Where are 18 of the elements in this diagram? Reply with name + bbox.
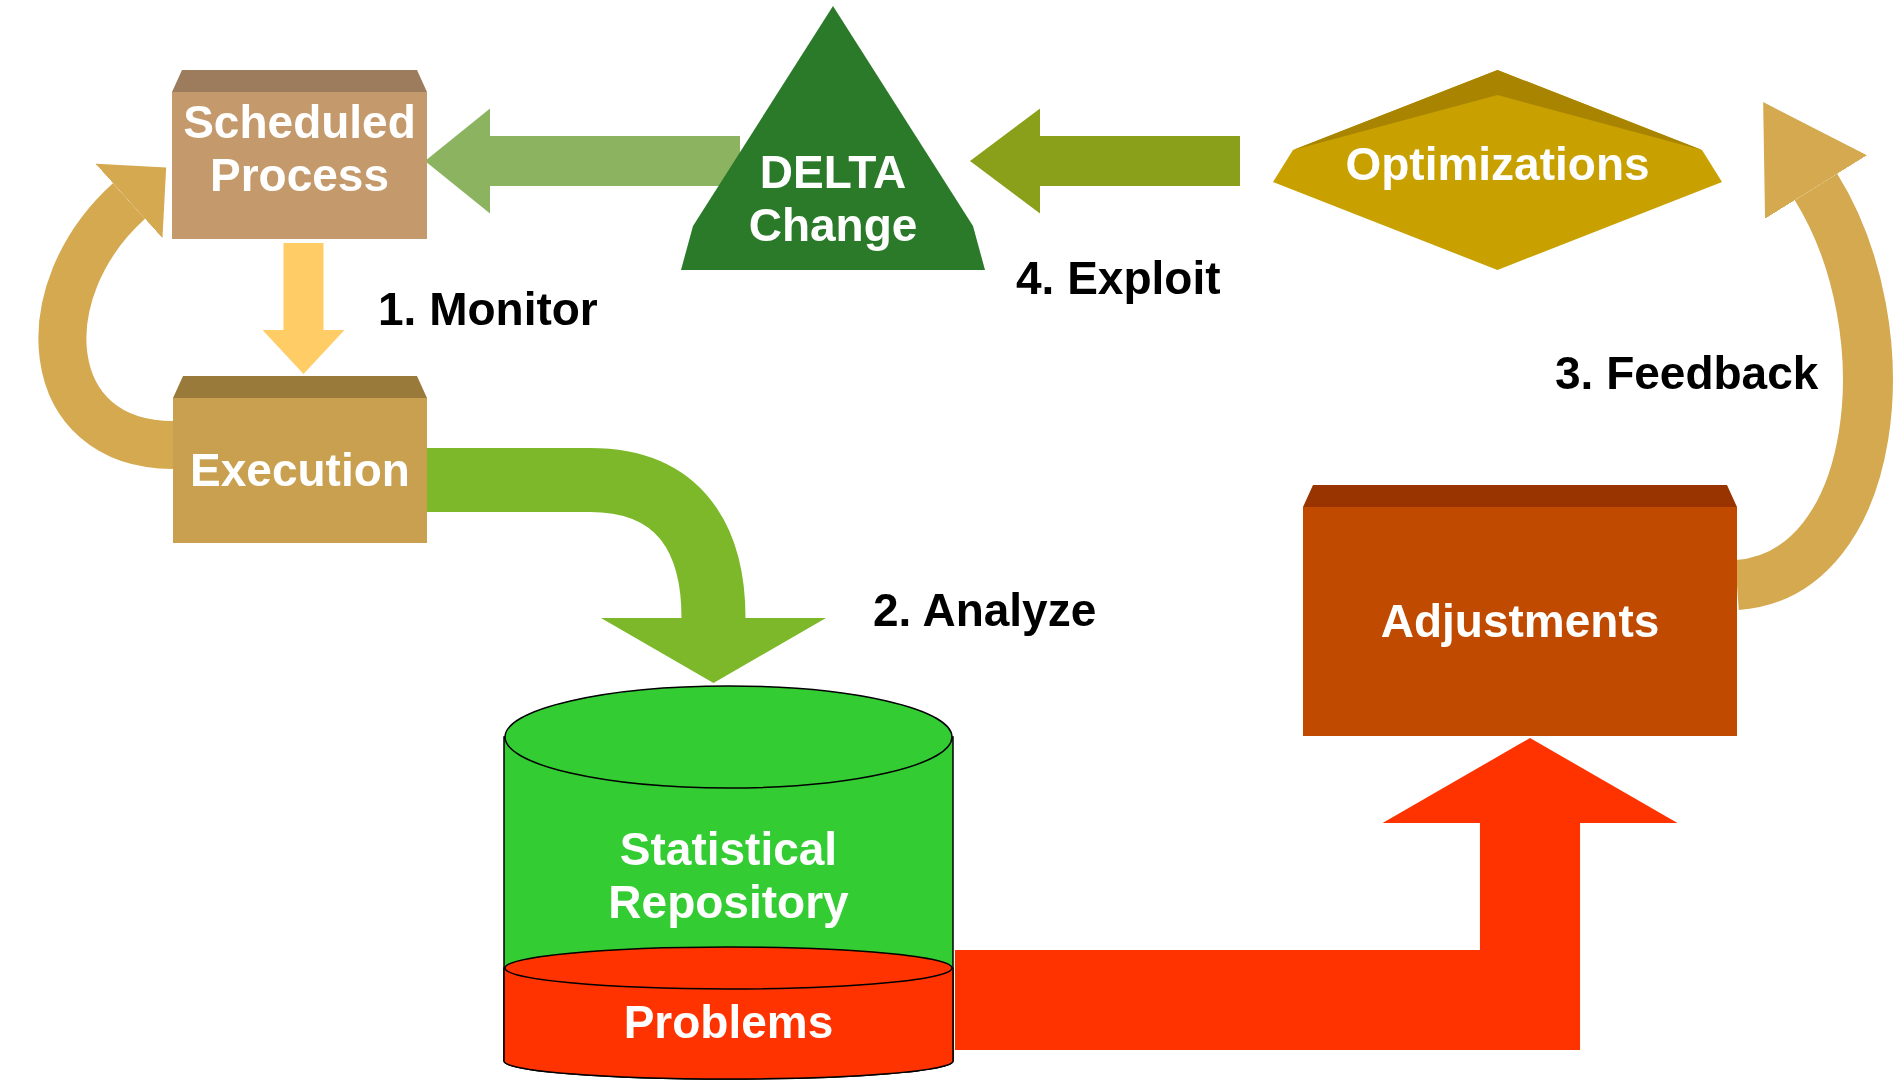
- node-label: Execution: [189, 444, 411, 497]
- block-arrow: [427, 448, 826, 683]
- block-arrow: [955, 738, 1678, 1051]
- process-box: [172, 70, 427, 239]
- triangle-shape: [681, 6, 985, 270]
- diamond-shape: [1273, 70, 1722, 270]
- node-label: Adjustments: [1379, 595, 1661, 648]
- node-label: Problems: [622, 996, 835, 1049]
- database-segment: [504, 946, 953, 1079]
- block-arrow: [970, 108, 1240, 214]
- node-label: DELTA Change: [747, 146, 919, 252]
- node-label: Statistical Repository: [607, 823, 850, 929]
- node-label: Optimizations: [1344, 138, 1651, 191]
- block-arrow: [262, 243, 345, 374]
- process-box: [1303, 485, 1737, 736]
- process-box: [173, 376, 427, 543]
- node-label: Scheduled Process: [182, 96, 417, 202]
- database-cylinder: [504, 685, 953, 1079]
